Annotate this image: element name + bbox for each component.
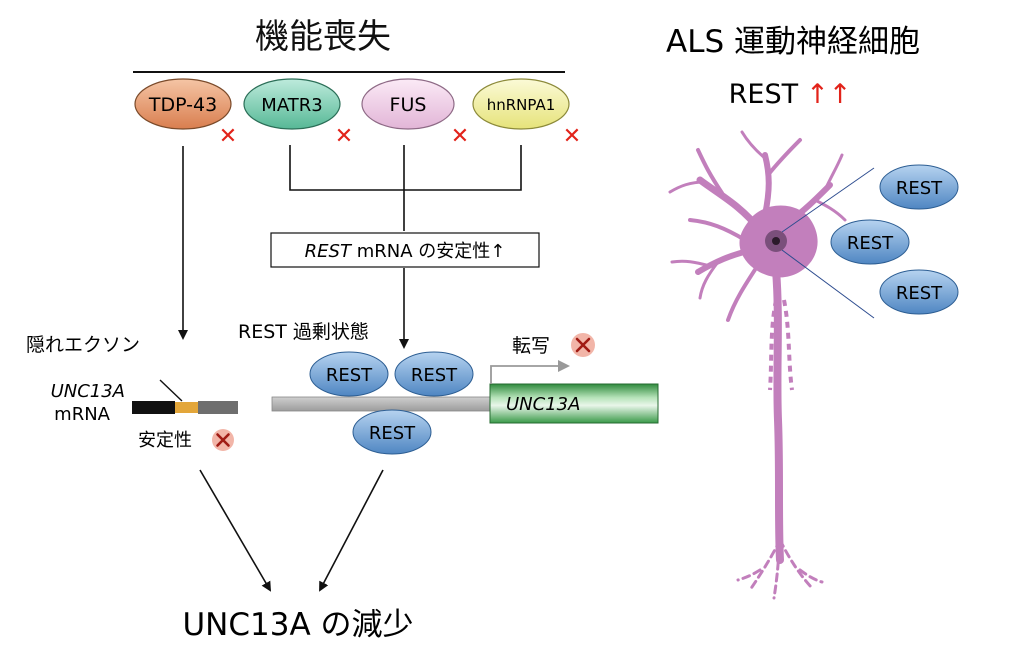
transcription-label: 転写 bbox=[512, 335, 550, 357]
neuron-rest-protein: REST bbox=[879, 164, 959, 210]
rest-mrna-stability-box bbox=[270, 232, 540, 268]
rest-protein: REST bbox=[352, 409, 432, 455]
protein-matr3-label: MATR3 bbox=[261, 95, 322, 116]
rest-mrna-stability-text: REST mRNA の安定性↑ bbox=[305, 241, 506, 262]
rest-gene-italic: REST bbox=[305, 241, 353, 262]
protein-hnrnpa1-label: hnRNPA1 bbox=[487, 96, 556, 114]
mrna-label: mRNA bbox=[54, 404, 111, 425]
stability-rest: mRNA の安定性↑ bbox=[351, 241, 505, 262]
stability-label: 安定性 bbox=[138, 430, 192, 451]
loss-of-function-title: 機能喪失 bbox=[255, 17, 391, 57]
hidden-exon-pointer bbox=[159, 379, 183, 402]
neuron-rest-label: REST bbox=[729, 79, 799, 110]
rest-protein-label: REST bbox=[411, 365, 458, 386]
dna-strand bbox=[271, 396, 493, 412]
stability-loss-icon bbox=[212, 429, 234, 451]
rest-to-outcome-arrow bbox=[319, 469, 384, 592]
rest-protein-label: REST bbox=[369, 423, 416, 444]
protein-tdp43-label: TDP-43 bbox=[148, 94, 217, 116]
neuron-rest-protein-label: REST bbox=[896, 283, 943, 304]
mrna-gene-label: UNC13A bbox=[51, 381, 125, 402]
unc13a-mrna-bar bbox=[132, 401, 238, 414]
transcription-blocked-icon bbox=[571, 333, 595, 357]
protein-hnrnpa1: hnRNPA1 bbox=[472, 78, 570, 130]
rest-protein-label: REST bbox=[326, 365, 373, 386]
loss-cross-icon: ✕ bbox=[219, 124, 237, 149]
outcome-label: UNC13A の減少 bbox=[182, 607, 413, 643]
rest-protein: REST bbox=[309, 351, 389, 397]
neuron-rest-protein-label: REST bbox=[896, 178, 943, 199]
rest-protein: REST bbox=[394, 351, 474, 397]
loss-cross-icon: ✕ bbox=[563, 124, 581, 149]
neuron-rest-protein: REST bbox=[879, 269, 959, 315]
neuron-illustration bbox=[668, 130, 875, 600]
protein-tdp43: TDP-43 bbox=[134, 78, 232, 130]
mrna-to-outcome-arrow bbox=[199, 469, 272, 592]
unc13a-gene-label: UNC13A bbox=[506, 394, 580, 415]
unc13a-gene-box bbox=[489, 383, 659, 424]
hidden-exon-label: 隠れエクソン bbox=[26, 334, 140, 356]
protein-bracket bbox=[289, 145, 522, 231]
neuron-rest-protein-label: REST bbox=[847, 233, 894, 254]
loss-cross-icon: ✕ bbox=[451, 124, 469, 149]
protein-fus: FUS bbox=[361, 78, 455, 130]
protein-fus-label: FUS bbox=[390, 94, 427, 116]
neuron-rest-up: REST↑↑ bbox=[729, 79, 852, 110]
loss-cross-icon: ✕ bbox=[335, 124, 353, 149]
rest-increase-arrows: ↑↑ bbox=[806, 79, 851, 110]
protein-matr3: MATR3 bbox=[243, 78, 341, 130]
neuron-rest-protein: REST bbox=[830, 219, 910, 265]
neuron-title: ALS 運動神経細胞 bbox=[666, 24, 920, 60]
transcription-arrow-icon bbox=[490, 365, 560, 384]
transcription-arrow-head bbox=[558, 360, 570, 372]
rest-overload-label: REST 過剰状態 bbox=[238, 321, 369, 343]
